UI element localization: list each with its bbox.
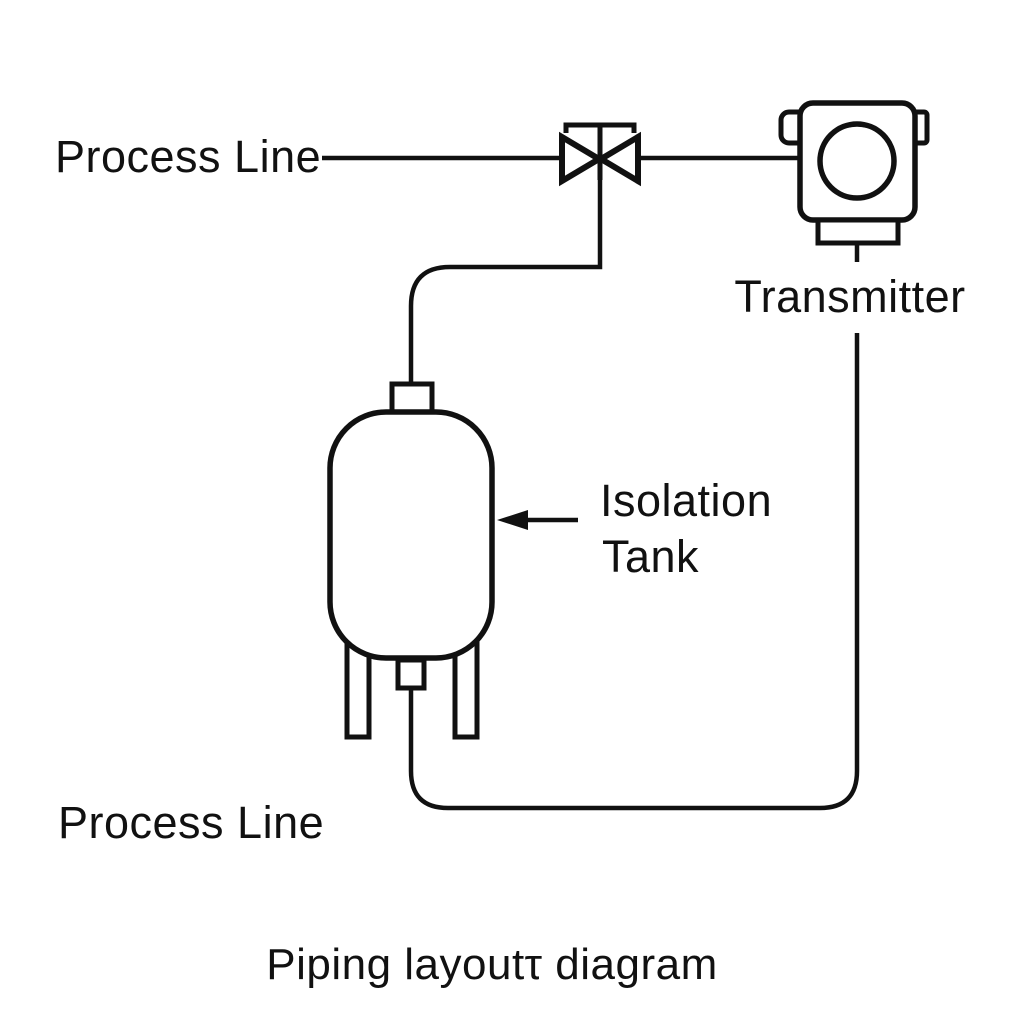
arrow-head [497, 510, 528, 530]
transmitter-lens [817, 121, 897, 201]
valve-handle-bar [563, 122, 637, 133]
tank-bottom-nozzle [395, 657, 427, 691]
isolation-tank-arrow-icon [497, 510, 578, 530]
isolation-tank-label-line2: Tank [602, 531, 699, 582]
valve-to-tank-pipe [408, 126, 603, 386]
diagram-caption: Piping layoutτ diagram [266, 940, 718, 989]
transmitter-label: Transmitter [734, 271, 965, 322]
process-line-bottom-label: Process Line [58, 797, 324, 848]
tank-to-process-line-pipe [408, 333, 860, 811]
isolation-valve-icon [559, 122, 641, 187]
valve-left-triangle [559, 131, 605, 187]
isolation-tank-label-line1: Isolation [600, 475, 772, 526]
tank-body [327, 409, 495, 661]
tank-top-nozzle [389, 381, 435, 415]
transmitter-base [815, 217, 901, 246]
isolation-tank-icon [327, 381, 495, 740]
transmitter-icon [778, 100, 930, 262]
process-line-top-label: Process Line [55, 131, 321, 182]
valve-right-triangle [595, 131, 641, 187]
